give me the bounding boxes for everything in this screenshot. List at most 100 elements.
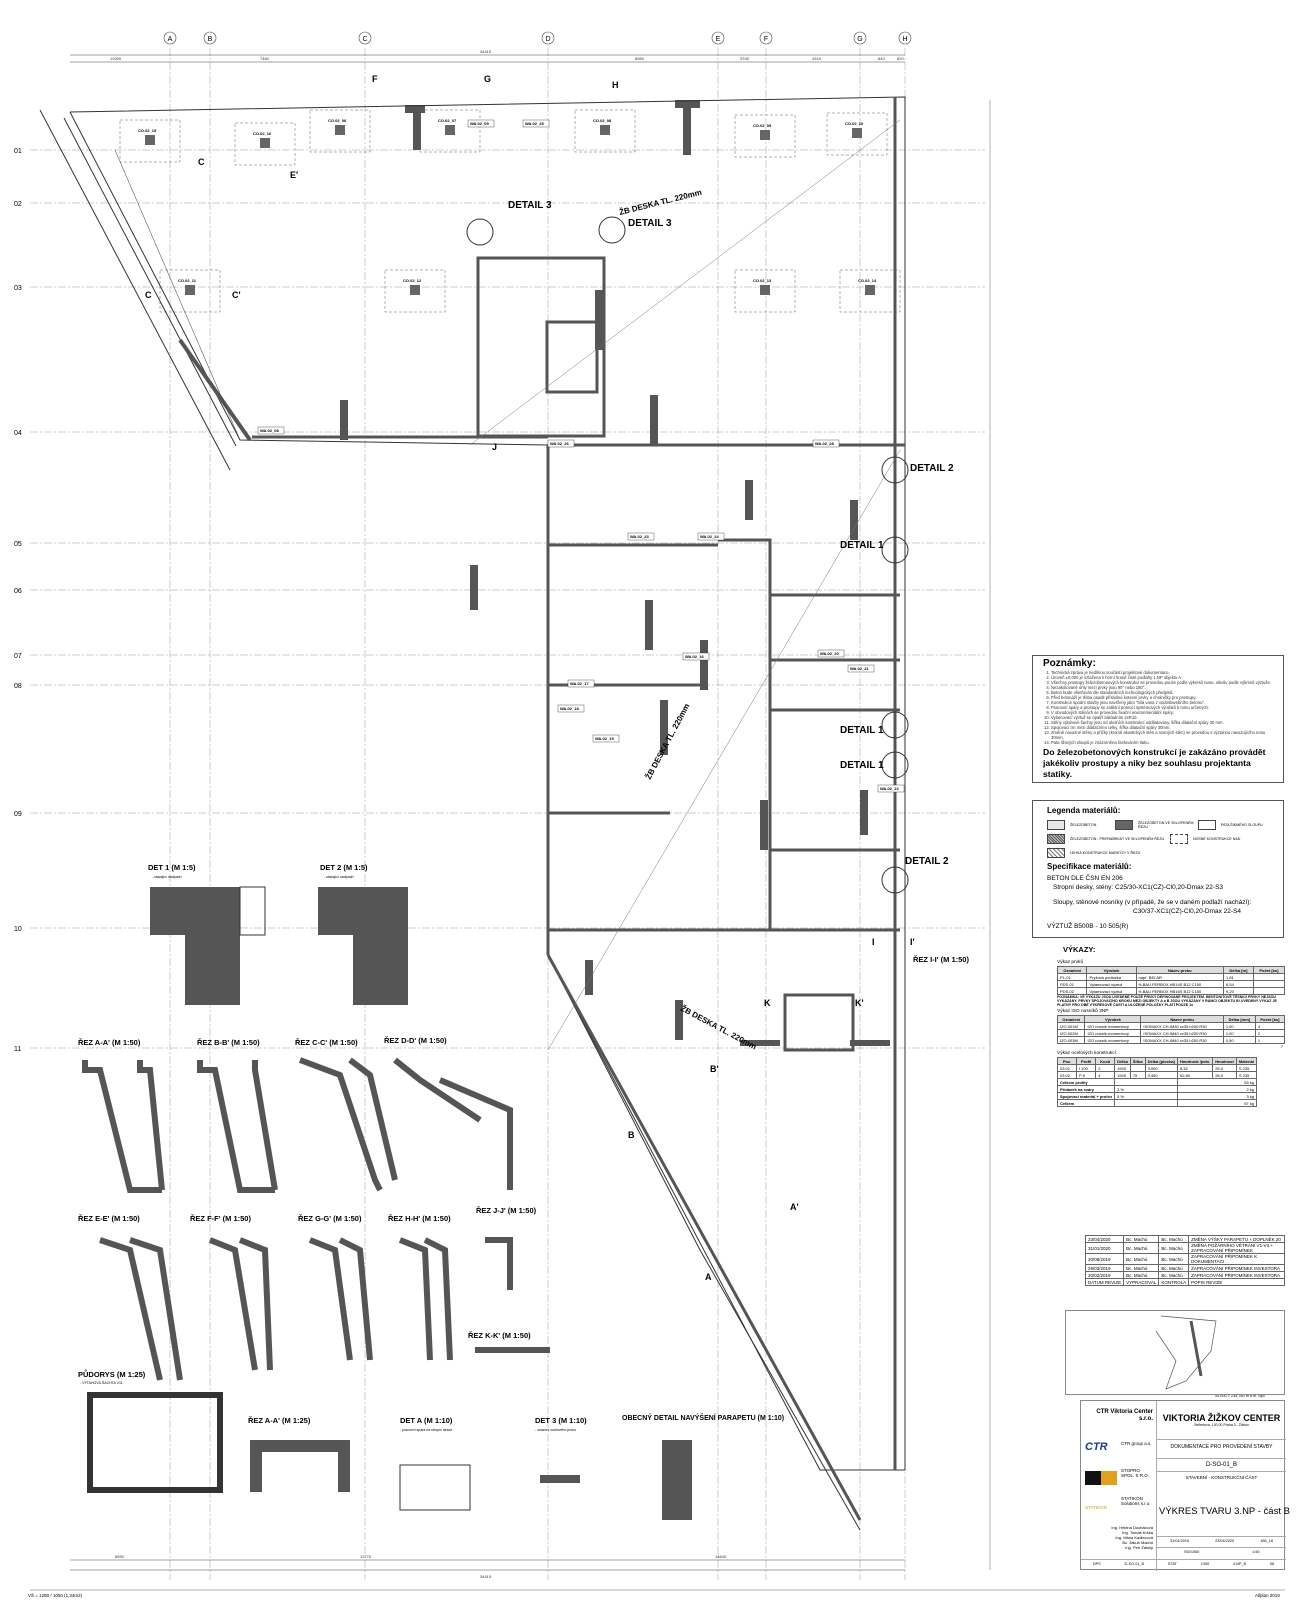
wall-segment — [413, 105, 421, 150]
rez-jj-title: ŘEZ J-J' (M 1:50) — [476, 1206, 537, 1215]
detail-callout[interactable]: DETAIL 1 — [840, 760, 884, 771]
note-item: Pracovní spáry a prostupy se zatěsní pom… — [1051, 705, 1277, 710]
column-tag[interactable]: CO.02_08 — [593, 118, 612, 123]
table-cell: 03.02 — [1057, 1071, 1077, 1079]
wall-tag[interactable]: WA.02_28 — [815, 441, 834, 446]
wall-tag[interactable]: WA.02_17 — [570, 681, 589, 686]
column-tag[interactable]: CO.02_16 — [253, 131, 272, 136]
wall-tag[interactable]: WA.02_21 — [850, 666, 869, 671]
rez-aa25-title: ŘEZ A-A' (M 1:25) — [248, 1416, 311, 1425]
key-plan-sketch — [1155, 1315, 1217, 1390]
section-marker[interactable]: A' — [790, 1202, 799, 1212]
revision-cell: Bc. Machú — [1123, 1271, 1160, 1279]
drawing-code: DPS — [1092, 1562, 1101, 1566]
section-marker[interactable]: B' — [710, 1064, 719, 1074]
table-header: Výrobek — [1086, 966, 1137, 974]
wall-tag-box — [567, 679, 595, 688]
revision-cell: ZAPRACOVÁNÍ PŘIPOMÍNEK K DOKUMENTACI — [1188, 1253, 1285, 1265]
table-cell: IZO.003M — [1056, 1036, 1086, 1044]
section-marker[interactable]: K' — [855, 998, 864, 1008]
detail-callout[interactable]: DETAIL 3 — [628, 218, 672, 229]
rez-bb-title: ŘEZ B-B' (M 1:50) — [197, 1038, 260, 1047]
wall-segment — [860, 790, 868, 835]
grid-row-label: 09 — [14, 811, 22, 818]
column-tag[interactable]: CO.02_09 — [753, 123, 772, 128]
column — [760, 285, 770, 295]
section-marker[interactable]: C' — [232, 290, 241, 300]
drawing-code: 3.NP_B — [1232, 1562, 1247, 1566]
project-name: VIKTORIA ŽIŽKOV CENTER — [1162, 1413, 1281, 1423]
wall-tag-box — [557, 704, 585, 713]
notes-warning: Do železobetonových konstrukcí je zakázá… — [1043, 747, 1266, 779]
column-tag[interactable]: CO.02_07 — [438, 118, 457, 123]
wall-tag[interactable]: WA.02_09 — [470, 121, 489, 126]
drawing-code: D-SO-01_B — [1124, 1562, 1145, 1566]
section-marker[interactable]: I — [872, 937, 875, 947]
wall-tag[interactable]: WA.02_25 — [525, 121, 544, 126]
column-tag[interactable]: CO.02_11 — [178, 278, 197, 283]
dim-top: 8960 — [635, 56, 645, 61]
grid-row-label: 10 — [14, 926, 22, 933]
table-cell: 9,20 — [1223, 987, 1254, 995]
detail-callout[interactable]: DETAIL 2 — [910, 463, 954, 474]
obecny-title: OBECNÝ DETAIL NAVÝŠENÍ PARAPETU (M 1:10) — [622, 1413, 784, 1422]
column-tag[interactable]: CO.02_13 — [753, 278, 772, 283]
detail-callout[interactable]: DETAIL 1 — [840, 725, 884, 736]
date-revised: 23/04/2020 — [1215, 1539, 1235, 1543]
section-marker[interactable]: C — [198, 157, 205, 167]
section-marker[interactable]: C — [145, 290, 152, 300]
section-marker[interactable]: F — [372, 74, 378, 84]
wall-tag[interactable]: WA.02_20 — [820, 651, 839, 656]
section-marker[interactable]: B — [628, 1130, 635, 1140]
rez-cc-title: ŘEZ C-C' (M 1:50) — [295, 1038, 358, 1047]
table-cell: 2 — [1095, 1064, 1116, 1072]
revision-cell: Bc. Machú — [1158, 1264, 1190, 1272]
level-note: ±0,000 = 235,780 m n.m. Bpv — [1215, 1394, 1265, 1398]
rez-aa-title: ŘEZ A-A' (M 1:50) — [78, 1038, 141, 1047]
wall-tag[interactable]: WA.02_16 — [685, 654, 704, 659]
summary-pct — [1114, 1099, 1178, 1107]
wall-tag[interactable]: WA.02_08 — [260, 428, 279, 433]
swatch-above — [1170, 834, 1188, 844]
detail-callout[interactable]: DETAIL 1 — [840, 540, 884, 551]
column-tag[interactable]: CO.02_14 — [858, 278, 877, 283]
footer-right: Allplan 2019 — [1255, 1593, 1280, 1598]
section-marker[interactable]: A — [705, 1272, 712, 1282]
detail-callout[interactable]: DETAIL 3 — [508, 200, 552, 211]
wall-tag[interactable]: WA.02_26 — [550, 441, 569, 446]
revision-cell: Bc. Machú — [1158, 1242, 1190, 1254]
wall-tag[interactable]: WA.02_23 — [630, 534, 649, 539]
note-item: V obvodových stěnách se provedou fixační… — [1051, 710, 1277, 715]
detail-callout[interactable]: DETAIL 2 — [905, 856, 949, 867]
wall-tag[interactable]: WA.02_19 — [595, 736, 614, 741]
section-marker[interactable]: J — [492, 442, 497, 452]
wall-tag-box — [257, 426, 285, 435]
section-marker[interactable]: G — [484, 74, 491, 84]
column-tag[interactable]: CO.02_10 — [845, 121, 864, 126]
wall-tag[interactable]: WA.02_24 — [700, 534, 719, 539]
revision-cell: 23/04/2020 — [1084, 1235, 1125, 1243]
iso-total: 7 — [1280, 1044, 1283, 1049]
legend-label: PATA ŠIKMÉHO SLOUPU — [1221, 823, 1263, 827]
section-marker[interactable]: E' — [290, 170, 298, 180]
wall-tag[interactable]: WA.02_18 — [560, 706, 579, 711]
table-cell: 03.01 — [1057, 1064, 1077, 1072]
dim-bottom-total: 34415 — [480, 1574, 492, 1579]
column-tag[interactable]: CO.02_15 — [138, 128, 157, 133]
rez-dd-title: ŘEZ D-D' (M 1:50) — [384, 1036, 447, 1045]
section-marker[interactable]: I' — [910, 937, 915, 947]
section-marker[interactable]: K — [764, 998, 771, 1008]
table-header: Délka [mm] — [1222, 1015, 1256, 1023]
column-tag[interactable]: CO.02_06 — [328, 118, 347, 123]
column-footprint — [159, 269, 221, 313]
table-cell: S 235 — [1235, 1071, 1258, 1079]
spec-line: VÝZTUŽ B500B - 10 505(R) — [1047, 923, 1129, 930]
column-tag[interactable]: CO.02_12 — [403, 278, 422, 283]
section-marker[interactable]: H — [612, 80, 619, 90]
wall-tag[interactable]: WA.02_22 — [880, 786, 899, 791]
